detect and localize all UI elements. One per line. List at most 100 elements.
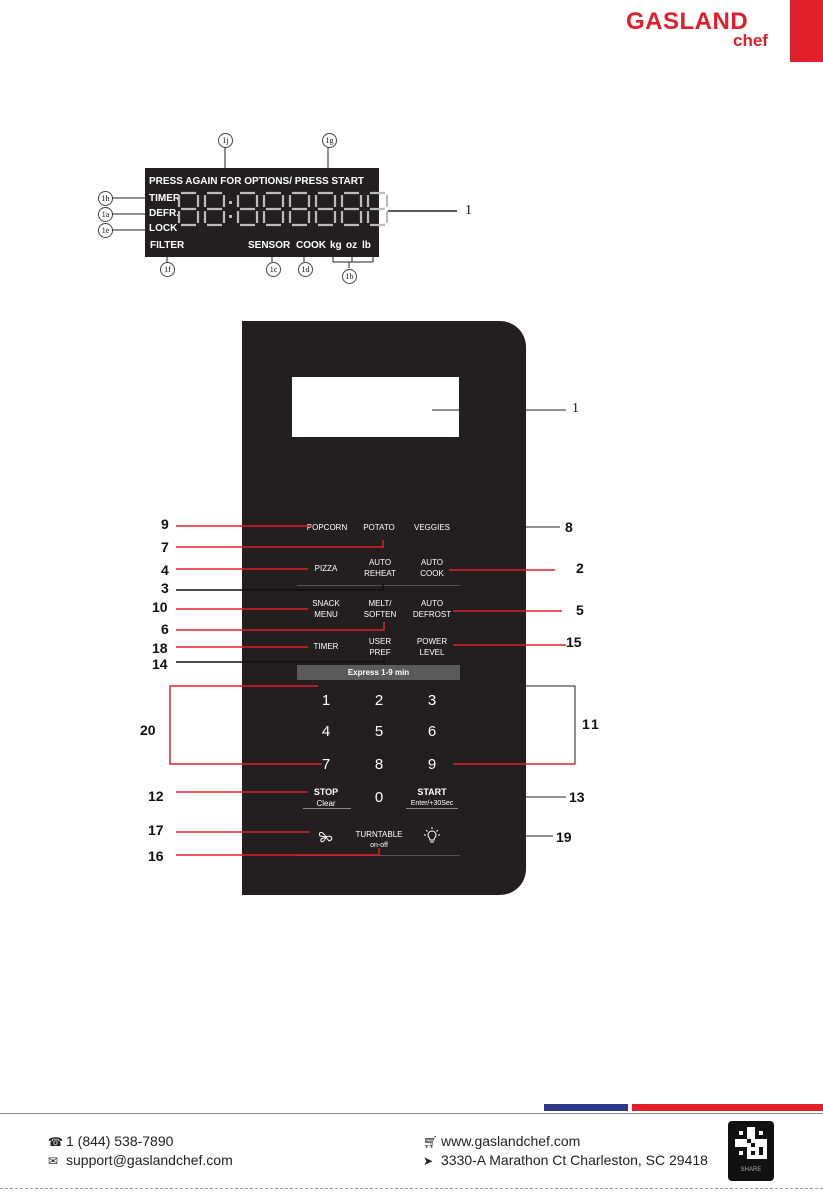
lcd-lock-label: LOCK xyxy=(149,223,178,234)
label-2: 2 xyxy=(576,560,584,576)
popcorn-button[interactable]: POPCORN xyxy=(306,523,348,532)
label-13: 13 xyxy=(569,789,585,805)
qr-code-icon xyxy=(735,1127,767,1159)
phone-icon: ☎ xyxy=(48,1135,63,1149)
footer-stripe-red xyxy=(632,1104,823,1111)
lcd-lb-label: lb xyxy=(362,240,371,251)
start-button[interactable]: START xyxy=(417,787,447,797)
callout-1c: 1c xyxy=(266,262,281,277)
display-window xyxy=(292,377,459,437)
turntable-onoff-label: on-off xyxy=(370,842,388,849)
label-11: 11 xyxy=(582,716,601,732)
lcd-filter-label: FILTER xyxy=(150,240,185,251)
segment-digit-icon xyxy=(262,191,285,227)
footer-stripe-blue xyxy=(544,1104,628,1111)
label-15: 15 xyxy=(566,634,582,650)
digit-8-button[interactable]: 8 xyxy=(374,756,384,773)
clear-label: Clear xyxy=(316,799,336,808)
mail-icon: ✉ xyxy=(48,1154,59,1168)
segment-digit-icon xyxy=(203,191,226,227)
lcd-oz-label: oz xyxy=(346,240,358,251)
digit-9-button[interactable]: 9 xyxy=(427,756,437,773)
user-pref-button[interactable]: USER PREF xyxy=(368,637,392,657)
figure-number-window: 1 xyxy=(572,401,579,416)
segment-colon-icon xyxy=(228,190,234,228)
label-9: 9 xyxy=(161,516,169,532)
digit-3-button[interactable]: 3 xyxy=(427,692,437,709)
label-5: 5 xyxy=(576,602,584,618)
cart-icon: 🛒︎ xyxy=(423,1135,439,1149)
label-14: 14 xyxy=(152,656,168,672)
pizza-button[interactable]: PIZZA xyxy=(314,564,338,573)
power-level-button[interactable]: POWER LEVEL xyxy=(416,637,448,657)
footer-address: ➤3330-A Marathon Ct Charleston, SC 29418 xyxy=(423,1152,708,1168)
auto-reheat-button[interactable]: AUTO REHEAT xyxy=(364,558,396,578)
segment-digit-icon xyxy=(236,191,259,227)
digit-1-button[interactable]: 1 xyxy=(321,692,331,709)
express-banner: Express 1-9 min xyxy=(297,665,460,680)
label-3: 3 xyxy=(161,580,169,596)
label-8: 8 xyxy=(565,519,573,535)
callout-1e: 1e xyxy=(98,223,113,238)
digit-7-button[interactable]: 7 xyxy=(321,756,331,773)
address-text: 3330-A Marathon Ct Charleston, SC 29418 xyxy=(441,1152,708,1168)
stop-underline xyxy=(303,808,351,809)
turntable-button[interactable]: TURNTABLE xyxy=(355,830,403,839)
footer-website[interactable]: 🛒︎www.gaslandchef.com xyxy=(423,1133,580,1149)
qr-pattern-icon xyxy=(735,1127,767,1159)
auto-cook-button[interactable]: AUTO COOK xyxy=(420,558,444,578)
stop-button[interactable]: STOP xyxy=(313,787,339,797)
segment-digit-icon xyxy=(177,191,200,227)
brand-red-bar xyxy=(790,0,823,62)
lcd-defr-label: DEFR. xyxy=(149,208,179,219)
label-19: 19 xyxy=(556,829,572,845)
label-4: 4 xyxy=(161,562,169,578)
footer-phone[interactable]: ☎1 (844) 538-7890 xyxy=(48,1133,173,1149)
digit-6-button[interactable]: 6 xyxy=(427,723,437,740)
callout-1g: 1g xyxy=(322,133,337,148)
email-text: support@gaslandchef.com xyxy=(66,1152,233,1168)
segment-digit-icon xyxy=(366,191,389,227)
segment-digit-icon xyxy=(340,191,363,227)
phone-text: 1 (844) 538-7890 xyxy=(66,1133,174,1149)
callout-1d: 1d xyxy=(298,262,313,277)
panel-divider xyxy=(297,585,460,586)
label-18: 18 xyxy=(152,640,168,656)
potato-button[interactable]: POTATO xyxy=(363,523,395,532)
veggies-button[interactable]: VEGGIES xyxy=(413,523,451,532)
page-bottom-border xyxy=(0,1188,823,1189)
qr-code[interactable]: SHARE xyxy=(728,1121,774,1181)
brand-logo-sub: chef xyxy=(733,31,768,50)
label-12: 12 xyxy=(148,788,164,804)
figure-number-lcd: 1 xyxy=(465,203,472,218)
melt-soften-button[interactable]: MELT/ SOFTEN xyxy=(363,599,397,619)
label-17: 17 xyxy=(148,822,164,838)
lcd-cook-label: COOK xyxy=(296,240,326,251)
digit-5-button[interactable]: 5 xyxy=(374,723,384,740)
digit-2-button[interactable]: 2 xyxy=(374,692,384,709)
fan-icon[interactable] xyxy=(314,828,338,846)
lcd-top-label: PRESS AGAIN FOR OPTIONS/ PRESS START xyxy=(149,176,365,187)
lcd-sensor-label: SENSOR xyxy=(248,240,291,251)
lcd-segment-digits xyxy=(176,190,390,228)
footer-email[interactable]: ✉ support@gaslandchef.com xyxy=(48,1152,233,1168)
light-icon[interactable] xyxy=(421,827,443,847)
segment-digit-icon xyxy=(314,191,337,227)
website-text: www.gaslandchef.com xyxy=(441,1133,581,1149)
lcd-timer-label: TIMER xyxy=(149,193,181,204)
callout-1f: 1f xyxy=(160,262,175,277)
label-10: 10 xyxy=(152,599,168,615)
digit-4-button[interactable]: 4 xyxy=(321,723,331,740)
callout-1b: 1b xyxy=(342,269,357,284)
label-16: 16 xyxy=(148,848,164,864)
snack-menu-button[interactable]: SNACK MENU xyxy=(312,599,340,619)
segment-digit-icon xyxy=(288,191,311,227)
lcd-kg-label: kg xyxy=(330,240,342,251)
auto-defrost-button[interactable]: AUTO DEFROST xyxy=(412,599,452,619)
label-20: 20 xyxy=(140,722,156,738)
digit-0-button[interactable]: 0 xyxy=(374,789,384,806)
label-6: 6 xyxy=(161,621,169,637)
timer-button[interactable]: TIMER xyxy=(313,642,339,651)
qr-caption: SHARE xyxy=(740,1167,762,1173)
